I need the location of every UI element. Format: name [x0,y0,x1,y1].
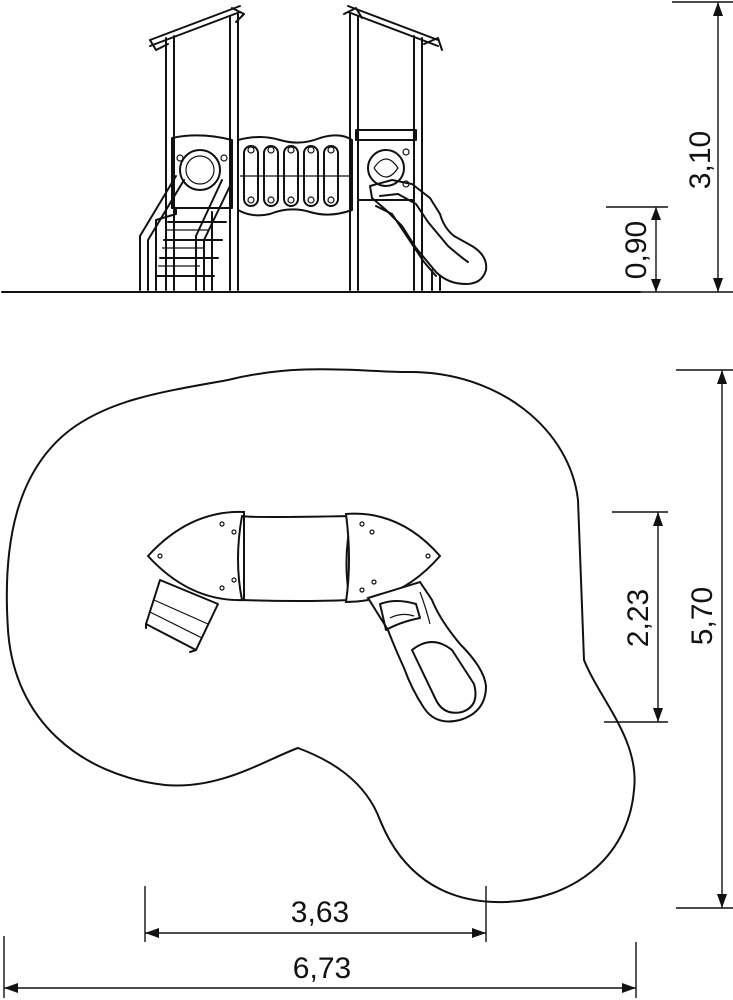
dimension-depth-structure: 2,23 [604,511,668,723]
plan-view: 5,70 2,23 3,63 6,73 [3,368,733,998]
safety-zone-outline [5,368,636,904]
slide [369,179,488,291]
plan-slide [366,580,488,723]
left-platform [146,510,245,602]
plan-bridge [237,515,353,602]
dimension-width-total: 6,73 [3,936,637,998]
dimension-total-height: 3,10 [640,1,733,293]
dimension-width-structure: 3,63 [144,886,487,942]
depth-structure-label: 2,23 [622,589,655,647]
bridge-panel [237,134,353,217]
right-tower [343,5,443,291]
stairs [139,175,231,291]
plan-stairs [145,579,219,653]
width-structure-label: 3,63 [291,896,349,929]
width-total-label: 6,73 [293,952,351,985]
dimension-depth-total: 5,70 [676,369,733,909]
depth-total-label: 5,70 [686,587,719,645]
elevation-view: 3,10 0,90 [1,1,733,293]
dimension-platform-height: 0,90 [606,206,668,292]
platform-height-label: 0,90 [620,221,653,279]
total-height-label: 3,10 [684,131,717,189]
right-platform [344,512,442,604]
